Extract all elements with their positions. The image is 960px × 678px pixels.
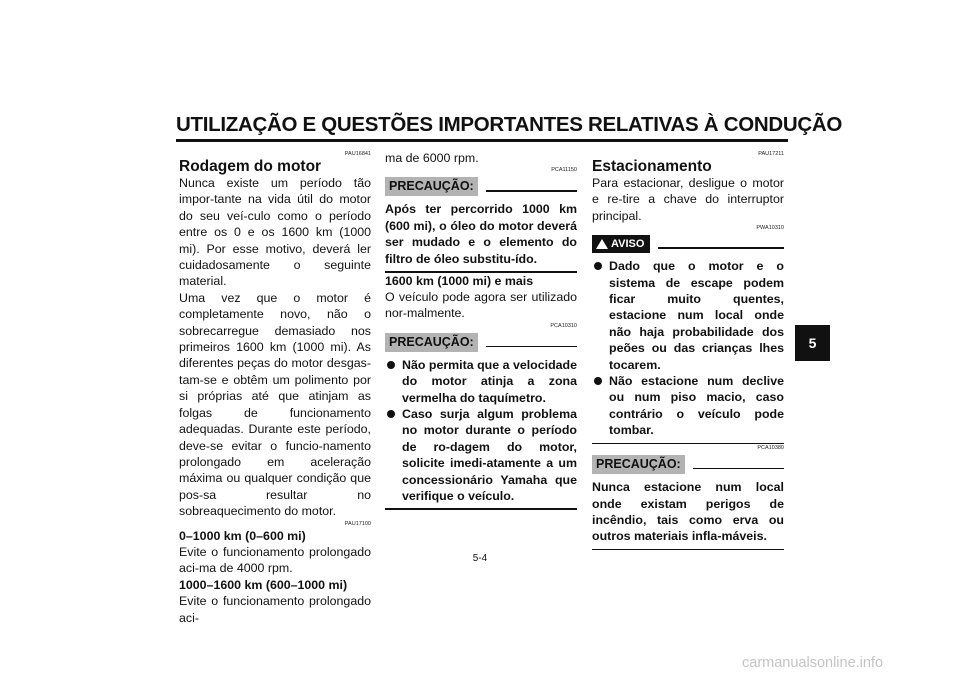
- bullet-icon: [385, 406, 402, 504]
- caution-label: PRECAUÇÃO:: [592, 455, 685, 475]
- page-number: 5-4: [472, 553, 488, 564]
- caution-label: PRECAUÇÃO:: [385, 177, 478, 197]
- bullet-icon: [592, 258, 609, 373]
- page-title: UTILIZAÇÃO E QUESTÕES IMPORTANTES RELATI…: [176, 113, 843, 136]
- bullet-text: Não estacione num declive ou num piso ma…: [609, 374, 784, 438]
- warning-triangle-icon: [596, 239, 608, 250]
- reference-code: PAU17100: [344, 520, 371, 527]
- paragraph: Evite o funcionamento prolongado aci-ma …: [179, 544, 371, 576]
- subheading: 0–1000 km (0–600 mi): [179, 528, 306, 543]
- caution-header: PRECAUÇÃO:: [385, 332, 577, 352]
- divider: [592, 442, 784, 445]
- warning-label: AVISO: [592, 235, 651, 254]
- divider: [592, 548, 784, 551]
- subheading: 1000–1600 km (600–1000 mi): [179, 577, 348, 592]
- bullet-item: Caso surja algum problema no motor duran…: [385, 406, 577, 504]
- caution-text: Nunca estacione num local onde existam p…: [592, 480, 784, 544]
- divider: [485, 345, 577, 347]
- reference-code: PWA10310: [756, 225, 784, 232]
- paragraph: Nunca existe um período tão impor-tante …: [179, 176, 371, 289]
- section-heading-break-in: Rodagem do motor: [179, 158, 322, 175]
- bullet-icon: [592, 373, 609, 439]
- watermark: carmanualsonline.info: [742, 655, 884, 671]
- reference-code: PAU16841: [344, 151, 371, 157]
- caution-header: PRECAUÇÃO:: [385, 177, 577, 197]
- paragraph-continued: ma de 6000 rpm.: [385, 151, 479, 165]
- bullet-item: Não estacione num declive ou num piso ma…: [592, 373, 784, 439]
- caution-label: PRECAUÇÃO:: [385, 332, 478, 352]
- reference-code: PCA10310: [550, 322, 577, 329]
- paragraph: Para estacionar, desligue o motor e re-t…: [592, 176, 784, 223]
- divider: [692, 467, 784, 470]
- subheading: 1600 km (1000 mi) e mais: [385, 273, 534, 288]
- column-2: ma de 6000 rpm. PCA11150 PRECAUÇÃO: Após…: [385, 150, 577, 510]
- reference-code: PCA11150: [551, 167, 577, 174]
- caution-header: PRECAUÇÃO:: [592, 455, 784, 475]
- reference-code: PCA10380: [757, 445, 784, 452]
- paragraph: Uma vez que o motor é completamente novo…: [179, 290, 371, 519]
- bullet-text: Caso surja algum problema no motor duran…: [402, 406, 577, 503]
- warning-header: AVISO: [592, 235, 784, 254]
- bullet-item: Não permita que a velocidade do motor at…: [385, 357, 577, 406]
- divider: [658, 247, 784, 249]
- bullet-icon: [385, 357, 402, 406]
- divider: [385, 508, 577, 510]
- divider: [385, 271, 577, 273]
- bullet-text: Dado que o motor e o sistema de escape p…: [609, 259, 784, 372]
- column-3: PAU17211 Estacionamento Para estacionar,…: [592, 150, 784, 551]
- bullet-text: Não permita que a velocidade do motor at…: [402, 357, 577, 405]
- section-heading-parking: Estacionamento: [592, 158, 712, 175]
- title-rule: [176, 139, 788, 142]
- bullet-item: Dado que o motor e o sistema de escape p…: [592, 258, 784, 373]
- column-1: PAU16841 Rodagem do motor Nunca existe u…: [179, 150, 371, 626]
- chapter-tab: 5: [795, 325, 830, 361]
- paragraph: Evite o funcionamento prolongado aci-: [179, 594, 371, 625]
- paragraph: O veículo pode agora ser utilizado nor-m…: [385, 289, 577, 321]
- divider: [485, 190, 577, 192]
- warning-label-text: AVISO: [611, 238, 645, 251]
- caution-text: Após ter percorrido 1000 km (600 mi), o …: [385, 202, 577, 266]
- reference-code: PAU17211: [758, 151, 784, 157]
